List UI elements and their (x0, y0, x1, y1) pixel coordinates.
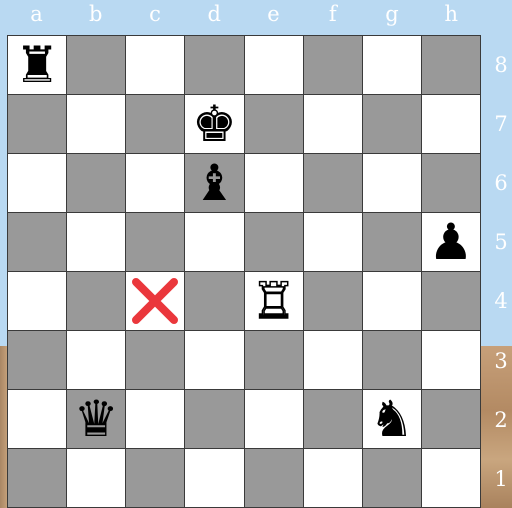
square-d8[interactable] (185, 36, 244, 95)
square-f1[interactable] (304, 449, 363, 508)
square-f6[interactable] (304, 154, 363, 213)
square-a5[interactable] (8, 213, 67, 272)
square-a2[interactable] (8, 390, 67, 449)
square-b4[interactable] (67, 272, 126, 331)
square-d3[interactable] (185, 331, 244, 390)
chess-board: ♜ ♚ ♝ ♟ ♖ ♛ ♞ (7, 35, 481, 508)
square-a3[interactable] (8, 331, 67, 390)
square-g7[interactable] (363, 95, 422, 154)
black-knight-piece[interactable]: ♞ (369, 394, 414, 444)
square-a4[interactable] (8, 272, 67, 331)
square-e1[interactable] (245, 449, 304, 508)
square-h4[interactable] (422, 272, 481, 331)
square-e2[interactable] (245, 390, 304, 449)
file-label-g: g (363, 2, 422, 26)
square-h1[interactable] (422, 449, 481, 508)
square-b1[interactable] (67, 449, 126, 508)
square-h2[interactable] (422, 390, 481, 449)
square-d5[interactable] (185, 213, 244, 272)
rank-label-3: 3 (490, 349, 512, 373)
square-g3[interactable] (363, 331, 422, 390)
rank-label-1: 1 (490, 467, 512, 491)
black-king-piece[interactable]: ♚ (192, 99, 237, 149)
square-a6[interactable] (8, 154, 67, 213)
square-h7[interactable] (422, 95, 481, 154)
black-pawn-piece[interactable]: ♟ (429, 217, 474, 267)
square-d6[interactable]: ♝ (185, 154, 244, 213)
square-h5[interactable]: ♟ (422, 213, 481, 272)
square-e6[interactable] (245, 154, 304, 213)
square-c4[interactable] (126, 272, 185, 331)
rank-label-4: 4 (490, 289, 512, 313)
square-b6[interactable] (67, 154, 126, 213)
file-label-e: e (244, 2, 303, 26)
file-label-d: d (185, 2, 244, 26)
square-f3[interactable] (304, 331, 363, 390)
square-b3[interactable] (67, 331, 126, 390)
square-g1[interactable] (363, 449, 422, 508)
square-e7[interactable] (245, 95, 304, 154)
square-d1[interactable] (185, 449, 244, 508)
square-h8[interactable] (422, 36, 481, 95)
file-label-a: a (7, 2, 66, 26)
square-c6[interactable] (126, 154, 185, 213)
square-g5[interactable] (363, 213, 422, 272)
square-g6[interactable] (363, 154, 422, 213)
square-f7[interactable] (304, 95, 363, 154)
black-bishop-piece[interactable]: ♝ (192, 158, 237, 208)
square-f8[interactable] (304, 36, 363, 95)
square-d7[interactable]: ♚ (185, 95, 244, 154)
square-c7[interactable] (126, 95, 185, 154)
square-h6[interactable] (422, 154, 481, 213)
square-a7[interactable] (8, 95, 67, 154)
square-b7[interactable] (67, 95, 126, 154)
square-d4[interactable] (185, 272, 244, 331)
square-f4[interactable] (304, 272, 363, 331)
square-a8[interactable]: ♜ (8, 36, 67, 95)
square-c3[interactable] (126, 331, 185, 390)
square-e8[interactable] (245, 36, 304, 95)
square-b5[interactable] (67, 213, 126, 272)
square-b2[interactable]: ♛ (67, 390, 126, 449)
square-e3[interactable] (245, 331, 304, 390)
square-c2[interactable] (126, 390, 185, 449)
square-g8[interactable] (363, 36, 422, 95)
white-rook-piece[interactable]: ♖ (251, 276, 296, 326)
square-e5[interactable] (245, 213, 304, 272)
square-f2[interactable] (304, 390, 363, 449)
square-c8[interactable] (126, 36, 185, 95)
rank-label-6: 6 (490, 171, 512, 195)
square-f5[interactable] (304, 213, 363, 272)
square-b8[interactable] (67, 36, 126, 95)
square-c1[interactable] (126, 449, 185, 508)
square-e4[interactable]: ♖ (245, 272, 304, 331)
square-g4[interactable] (363, 272, 422, 331)
rank-label-7: 7 (490, 112, 512, 136)
square-h3[interactable] (422, 331, 481, 390)
rank-label-8: 8 (490, 53, 512, 77)
file-label-f: f (303, 2, 362, 26)
black-rook-piece[interactable]: ♜ (15, 40, 60, 90)
rank-label-5: 5 (490, 230, 512, 254)
square-a1[interactable] (8, 449, 67, 508)
rank-label-2: 2 (490, 408, 512, 432)
black-queen-piece[interactable]: ♛ (74, 394, 119, 444)
square-g2[interactable]: ♞ (363, 390, 422, 449)
file-label-h: h (422, 2, 481, 26)
red-x-marker-icon (130, 276, 180, 326)
square-c5[interactable] (126, 213, 185, 272)
square-d2[interactable] (185, 390, 244, 449)
file-label-b: b (66, 2, 125, 26)
file-label-c: c (126, 2, 185, 26)
